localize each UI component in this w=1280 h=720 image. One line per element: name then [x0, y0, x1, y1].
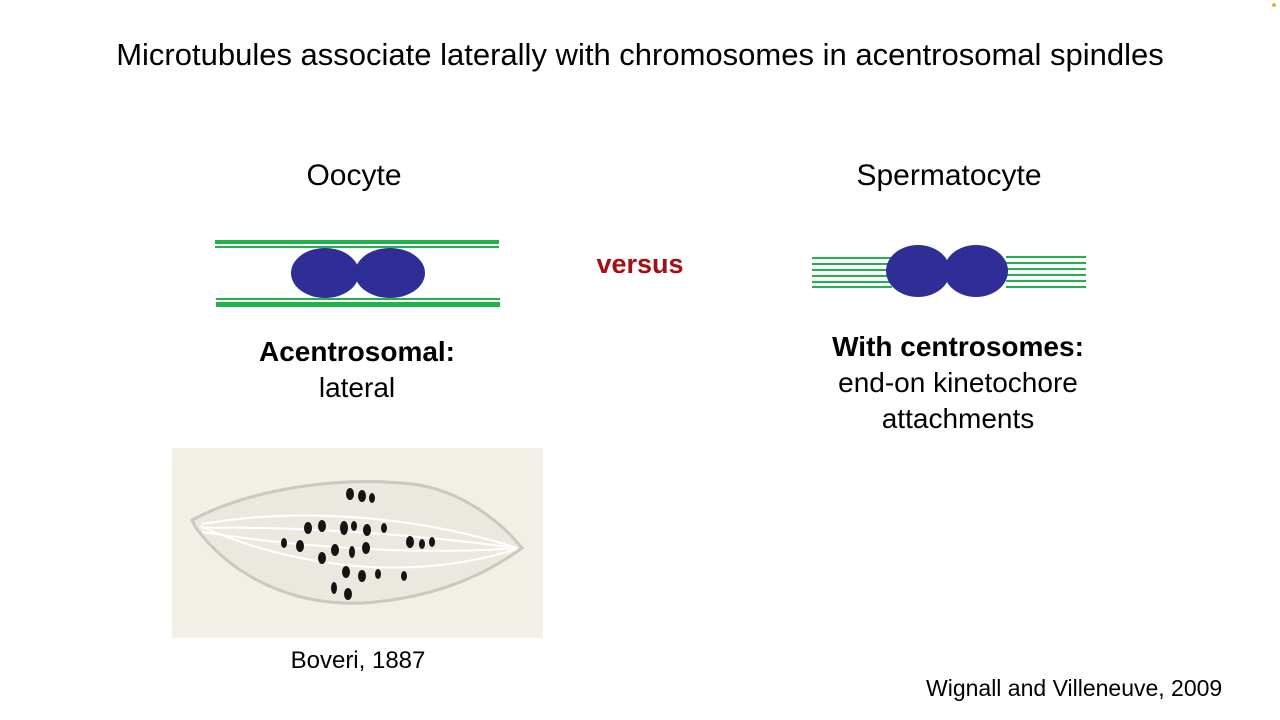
microtubule-top-1	[215, 240, 499, 244]
corner-dot	[1272, 3, 1276, 7]
chromosome-left	[291, 248, 359, 298]
spindle-outline	[190, 480, 525, 605]
oocyte-lateral-diagram	[215, 240, 500, 307]
chromosome-right	[944, 245, 1008, 297]
spermatocyte-end-on-diagram	[812, 245, 1086, 297]
chromosome-right	[355, 248, 425, 298]
boveri-credit: Boveri, 1887	[290, 647, 426, 674]
oocyte-heading: Oocyte	[306, 159, 402, 192]
oocyte-caption-text: lateral	[318, 372, 396, 403]
microtubule-bundle-left	[812, 257, 892, 288]
oocyte-caption-title: Acentrosomal:	[258, 336, 456, 367]
spermatocyte-heading: Spermatocyte	[856, 159, 1042, 192]
oocyte-caption: Acentrosomal: lateral	[207, 334, 507, 406]
boveri-spindle-drawing	[172, 448, 543, 638]
spindle-fibers	[199, 514, 518, 569]
spermatocyte-caption-line2: attachments	[881, 403, 1035, 434]
microtubule-bundle-right	[1006, 256, 1086, 288]
spermatocyte-caption-title: With centrosomes:	[832, 331, 1084, 362]
chromosome-cluster	[281, 488, 435, 600]
chromosome-left	[886, 245, 950, 297]
spermatocyte-caption-line1: end-on kinetochore	[838, 367, 1078, 398]
spermatocyte-caption: With centrosomes: end-on kinetochore att…	[788, 329, 1128, 437]
versus-label: versus	[596, 249, 684, 279]
reference-citation: Wignall and Villeneuve, 2009	[926, 675, 1223, 701]
microtubule-top-2	[215, 246, 499, 248]
slide-title: Microtubules associate laterally with ch…	[116, 37, 1164, 72]
microtubule-bottom-2	[216, 302, 500, 307]
microtubule-bottom-1	[216, 298, 500, 300]
